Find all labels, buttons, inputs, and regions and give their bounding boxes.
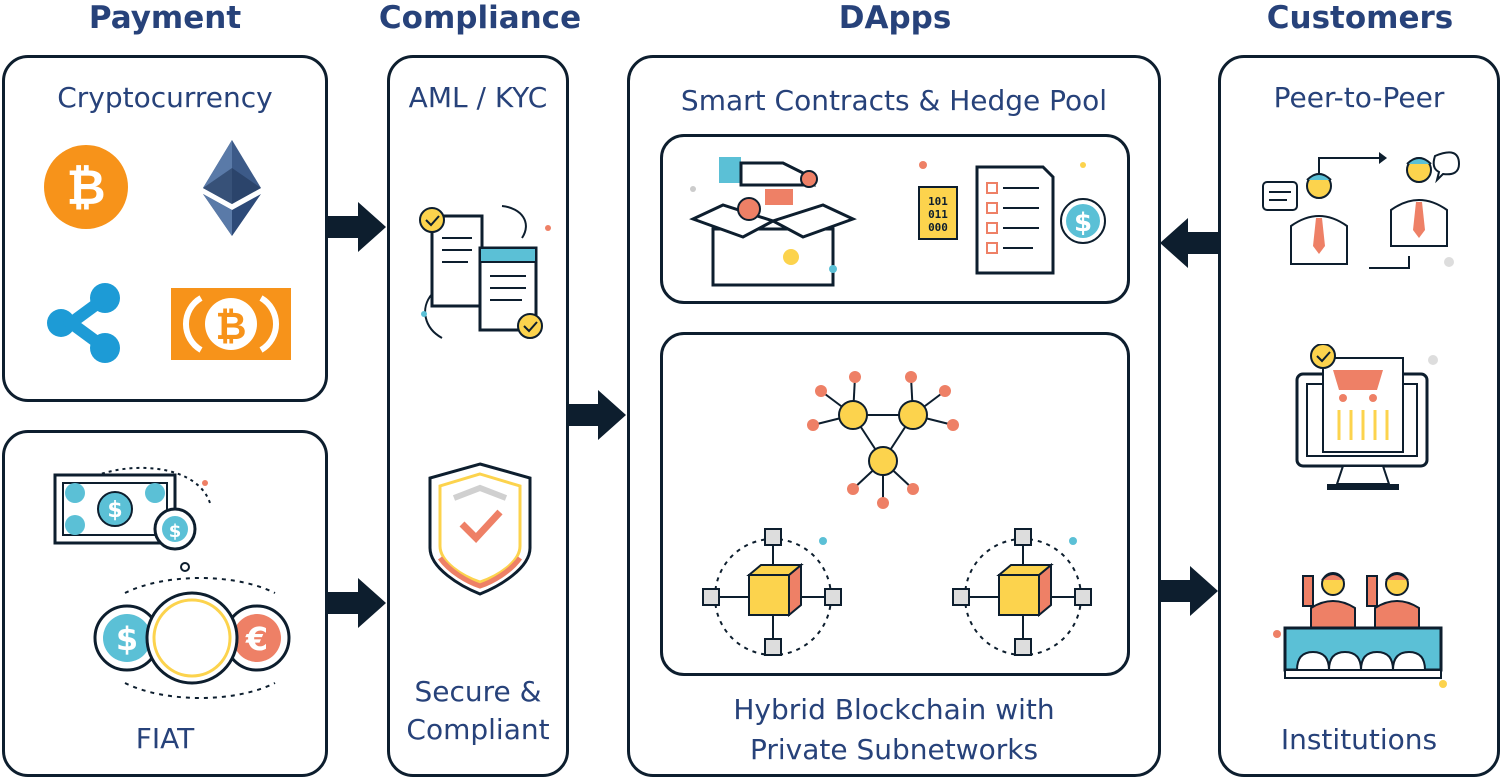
peer-to-peer-people-icon [1262, 151, 1461, 269]
institutions-meeting-icon [1273, 572, 1447, 688]
arrow-fiat-to-compliance [326, 578, 386, 628]
svg-text:₿: ₿ [66, 160, 105, 216]
hybrid-blockchain-box [660, 332, 1130, 676]
svg-text:$: $ [107, 498, 122, 523]
svg-text:$: $ [116, 620, 138, 658]
dapps-column-title: DApps [838, 0, 952, 36]
blockchain-cubes-right-icon [952, 528, 1092, 656]
banknote-icon: $ $ [53, 467, 211, 572]
arrow-customers-to-dapps [1160, 218, 1220, 268]
customers-column-title: Customers [1266, 0, 1454, 36]
document-scroll-icon [419, 205, 551, 339]
shield-check-icon [428, 462, 532, 596]
bitcoin-cash-icon: ₿ [171, 288, 291, 360]
customers-box: Peer-to-Peer [1218, 55, 1500, 777]
smart-contracts-box: 101 011 000 $ [660, 134, 1130, 304]
aml-kyc-label: AML / KYC [408, 81, 548, 114]
fiat-label: FIAT [135, 722, 195, 755]
arrow-compliance-to-dapps [566, 390, 626, 440]
binary-row-1: 101 [928, 195, 948, 208]
svg-text:€: € [245, 620, 268, 658]
crypto-box-icon [689, 157, 857, 287]
binary-row-2: 011 [928, 208, 948, 221]
compliance-column-title: Compliance [378, 0, 582, 36]
secure-compliant-line2: Compliant [406, 713, 550, 746]
blockchain-cubes-left-icon [702, 528, 842, 656]
ripple-icon [47, 283, 120, 363]
dapps-box: Smart Contracts & Hedge Pool 101 011 000 [627, 55, 1161, 777]
arrow-crypto-to-compliance [326, 202, 386, 252]
compliance-box: AML / KYC Secure & Compliant [387, 55, 569, 777]
network-nodes-icon [807, 371, 959, 509]
payment-column-title: Payment [88, 0, 242, 36]
svg-text:₿: ₿ [216, 304, 247, 348]
currency-coins-icon: $ € [93, 577, 291, 699]
secure-compliant-line1: Secure & [414, 675, 542, 708]
fiat-box: $ $ $ € FIAT [2, 430, 328, 777]
hybrid-blockchain-line1: Hybrid Blockchain with [733, 693, 1055, 726]
svg-text:$: $ [1074, 208, 1092, 238]
smart-contracts-label: Smart Contracts & Hedge Pool [680, 84, 1108, 117]
arrow-dapps-to-institutions [1158, 566, 1218, 616]
cryptocurrency-label: Cryptocurrency [57, 81, 273, 114]
bitcoin-icon: ₿ [44, 145, 128, 229]
peer-to-peer-label: Peer-to-Peer [1273, 81, 1445, 114]
contract-checklist-icon: 101 011 000 $ [918, 161, 1106, 275]
institutions-label: Institutions [1280, 723, 1438, 756]
svg-text:$: $ [169, 521, 182, 542]
online-shopping-monitor-icon [1295, 344, 1438, 490]
cryptocurrency-box: Cryptocurrency ₿ ₿ [2, 55, 328, 402]
ethereum-icon [203, 140, 261, 236]
hybrid-blockchain-line2: Private Subnetworks [749, 733, 1039, 766]
binary-row-3: 000 [928, 221, 948, 234]
